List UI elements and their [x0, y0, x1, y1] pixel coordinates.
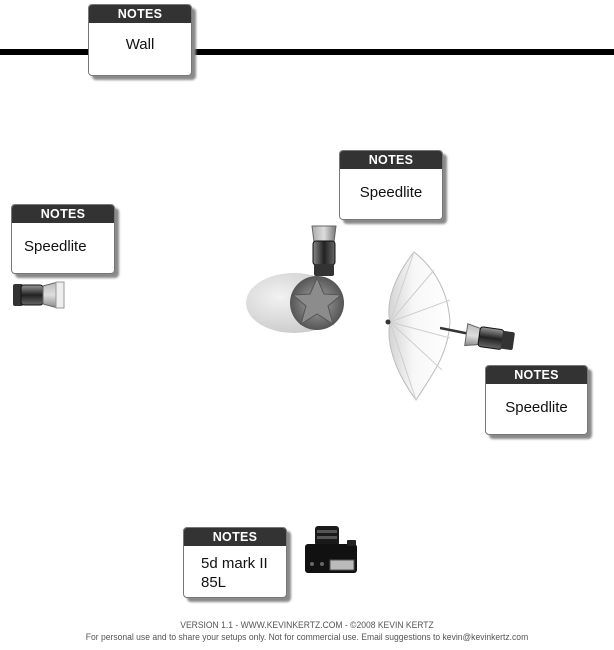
note-speedlite-top[interactable]: NOTES Speedlite — [339, 150, 443, 220]
note-header: NOTES — [12, 205, 114, 223]
wall-line — [0, 49, 614, 55]
note-text: 5d mark II 85L — [201, 555, 268, 591]
note-header: NOTES — [89, 5, 191, 23]
speedlite-icon[interactable] — [440, 318, 520, 356]
speedlite-icon[interactable] — [309, 224, 339, 278]
note-text: Speedlite — [505, 399, 568, 416]
note-camera[interactable]: NOTES 5d mark II 85L — [183, 527, 287, 598]
note-header: NOTES — [486, 366, 587, 384]
note-speedlite-right[interactable]: NOTES Speedlite — [485, 365, 588, 435]
note-text: Speedlite — [359, 184, 423, 201]
note-text: Speedlite — [24, 238, 87, 255]
footer-disclaimer: For personal use and to share your setup… — [85, 632, 529, 643]
speedlite-icon[interactable] — [12, 280, 66, 310]
note-speedlite-left[interactable]: NOTES Speedlite — [11, 204, 115, 274]
note-header: NOTES — [184, 528, 286, 546]
footer-version: VERSION 1.1 - WWW.KEVINKERTZ.COM - ©2008… — [180, 620, 434, 631]
camera-icon[interactable] — [304, 526, 358, 574]
subject-icon[interactable] — [244, 272, 348, 334]
note-text: Wall — [125, 36, 155, 53]
note-wall[interactable]: NOTES Wall — [88, 4, 192, 76]
umbrella-icon[interactable] — [384, 250, 456, 402]
note-header: NOTES — [340, 151, 442, 169]
